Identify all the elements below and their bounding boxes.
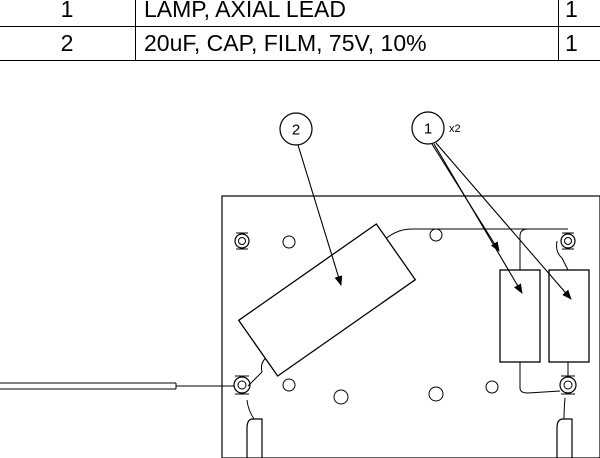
terminal-post [556, 397, 573, 458]
bom-row: 2 20uF, CAP, FILM, 75V, 10% 1 [0, 26, 600, 61]
bill-of-materials-table: 1 LAMP, AXIAL LEAD 1 2 20uF, CAP, FILM, … [0, 0, 600, 61]
external-lead-wire [0, 382, 234, 390]
callout-multiplier: x2 [449, 123, 461, 135]
board-hole [429, 228, 443, 242]
leader-arrow [435, 142, 572, 300]
bom-item-number: 1 [0, 0, 136, 27]
mounting-lug [560, 232, 576, 250]
lamp-lead-wire [556, 240, 569, 271]
leader-arrow [297, 144, 343, 286]
mounting-lug [233, 375, 251, 395]
board-hole [282, 378, 296, 392]
callout-number: 1 [424, 121, 432, 138]
bom-item-number: 2 [0, 26, 136, 61]
axial-lamp [548, 269, 590, 363]
lamp-lead-wire [519, 228, 560, 270]
bom-description: 20uF, CAP, FILM, 75V, 10% [135, 26, 559, 61]
callout-balloon [411, 111, 445, 145]
terminal-post [246, 399, 263, 458]
board-hole [282, 235, 296, 249]
bom-quantity: 1 [558, 26, 600, 61]
lamp-lead-wire [519, 362, 561, 394]
callout-number: 2 [292, 122, 300, 139]
mounting-lug [559, 375, 577, 395]
film-capacitor [237, 223, 417, 377]
board-hole [333, 389, 349, 405]
axial-lamp [499, 269, 541, 363]
board-hole [428, 386, 444, 402]
mounting-lug [234, 232, 250, 250]
capacitor-lead-wire [377, 228, 568, 248]
bom-description: LAMP, AXIAL LEAD [135, 0, 559, 27]
callout-balloon [279, 112, 313, 146]
circuit-board [221, 195, 600, 458]
board-hole [485, 380, 499, 394]
leader-arrow [433, 143, 523, 294]
